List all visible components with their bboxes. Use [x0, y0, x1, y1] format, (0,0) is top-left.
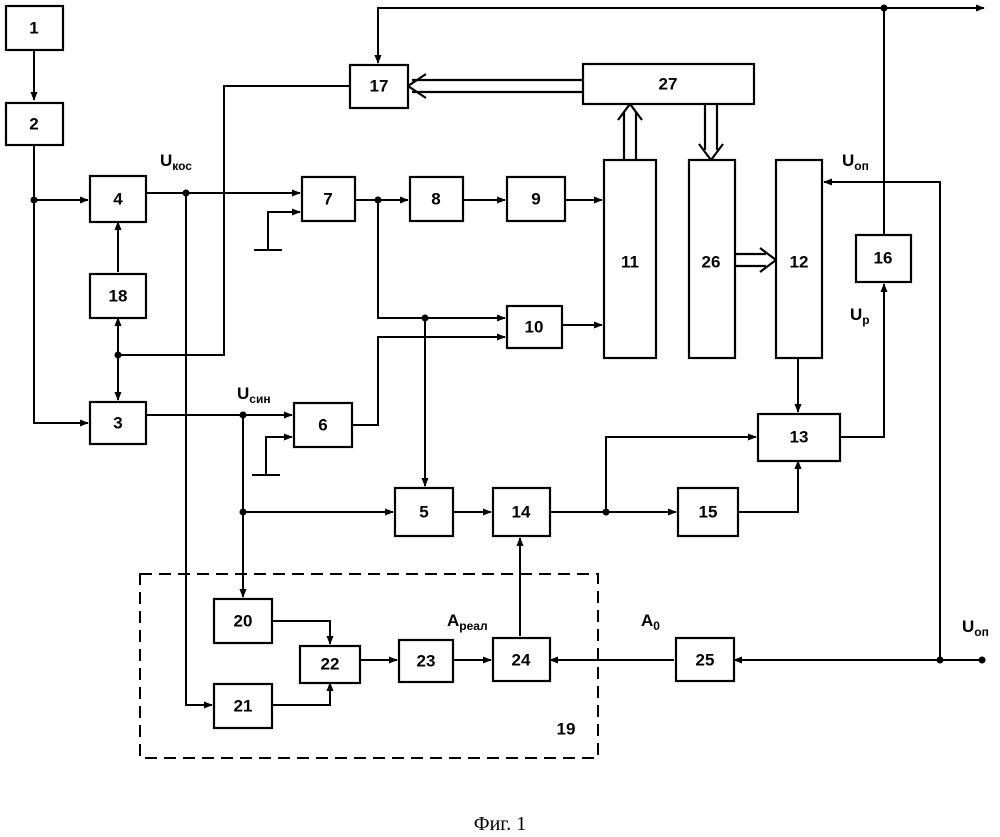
svg-text:20: 20 — [234, 612, 253, 631]
svg-text:15: 15 — [699, 503, 718, 522]
block-17: 17 — [350, 65, 408, 108]
svg-text:16: 16 — [874, 249, 893, 268]
svg-text:8: 8 — [431, 190, 440, 209]
svg-text:3: 3 — [113, 414, 122, 433]
svg-text:11: 11 — [621, 253, 639, 272]
block-14: 14 — [493, 488, 550, 536]
block-13: 13 — [758, 414, 840, 461]
svg-text:27: 27 — [659, 75, 678, 94]
block-8: 8 — [410, 177, 463, 221]
svg-text:24: 24 — [512, 651, 531, 670]
block-4: 4 — [90, 176, 146, 222]
block-27: 27 — [583, 64, 754, 104]
svg-text:10: 10 — [525, 318, 544, 337]
svg-text:9: 9 — [531, 190, 540, 209]
block-7: 7 — [302, 177, 355, 221]
block-25: 25 — [676, 638, 734, 681]
block-9: 9 — [507, 177, 565, 221]
svg-text:23: 23 — [417, 652, 436, 671]
block-12: 12 — [776, 160, 822, 358]
block-21: 21 — [214, 684, 272, 728]
svg-text:7: 7 — [323, 190, 332, 209]
signal-u-sin: Uсин — [237, 384, 271, 406]
block-23: 23 — [399, 640, 453, 682]
block-20: 20 — [214, 599, 272, 643]
signal-a-real: Aреал — [447, 611, 488, 633]
block-19-label: 19 — [557, 720, 576, 739]
signal-a-0: A0 — [641, 611, 660, 633]
svg-text:21: 21 — [234, 697, 253, 716]
connections — [34, 8, 984, 705]
block-11: 11 — [604, 160, 656, 358]
block-6: 6 — [294, 403, 352, 447]
signal-u-kos: Uкос — [160, 151, 192, 173]
block-5: 5 — [395, 488, 453, 536]
svg-text:13: 13 — [790, 428, 809, 447]
svg-text:1: 1 — [29, 19, 38, 38]
block-10: 10 — [507, 306, 562, 348]
block-24: 24 — [493, 638, 550, 681]
block-3: 3 — [90, 402, 146, 444]
svg-text:4: 4 — [113, 190, 123, 209]
signal-u-r: Uр — [850, 305, 870, 327]
svg-text:17: 17 — [370, 77, 389, 96]
svg-text:22: 22 — [321, 655, 340, 674]
block-26: 26 — [689, 160, 735, 358]
svg-text:2: 2 — [29, 115, 38, 134]
block-18: 18 — [90, 274, 146, 318]
svg-text:6: 6 — [318, 416, 327, 435]
signal-u-op-right: Uоп — [962, 617, 989, 639]
svg-text:26: 26 — [702, 253, 721, 272]
block-16: 16 — [856, 235, 911, 282]
block-15: 15 — [678, 488, 738, 536]
block-1: 1 — [6, 6, 63, 50]
signal-u-op-top: Uоп — [842, 151, 869, 173]
block-2: 2 — [6, 103, 63, 145]
svg-text:12: 12 — [790, 253, 809, 272]
figure-caption: Фиг. 1 — [474, 813, 526, 835]
block-22: 22 — [300, 646, 360, 683]
svg-text:25: 25 — [696, 651, 715, 670]
svg-text:18: 18 — [109, 287, 128, 306]
svg-text:14: 14 — [512, 503, 531, 522]
svg-text:5: 5 — [419, 503, 428, 522]
